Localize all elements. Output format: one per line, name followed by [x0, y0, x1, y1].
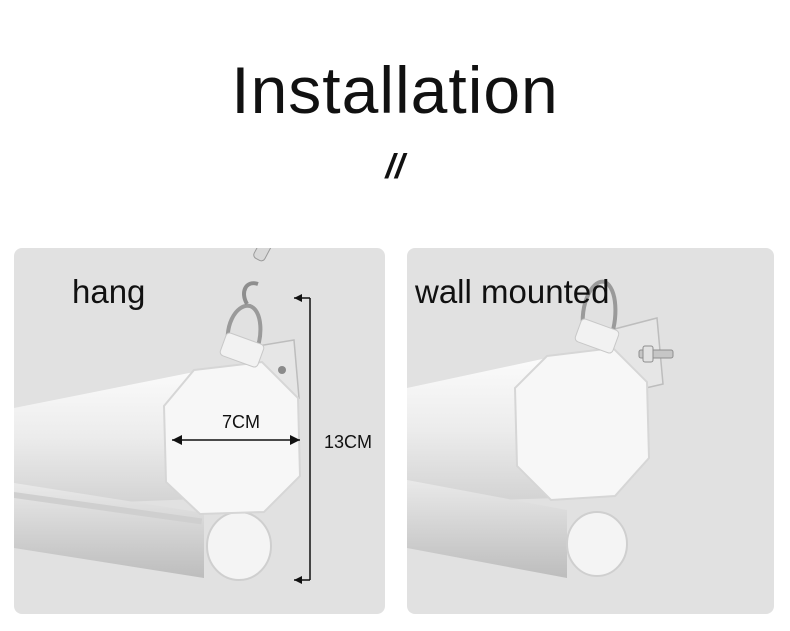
wall-mounted-panel: wall mounted	[407, 248, 774, 614]
hang-illustration	[14, 248, 311, 584]
hang-label: hang	[72, 273, 146, 310]
height-dimension-label: 13CM	[324, 432, 373, 452]
hang-panel: hang 7CM 13CM	[14, 248, 385, 614]
width-dimension-label: 7CM	[222, 412, 261, 432]
wall-mounted-illustration	[407, 279, 674, 578]
wall-mounted-label: wall mounted	[415, 273, 610, 310]
title-divider: //	[385, 148, 405, 186]
page-title: Installation	[231, 53, 559, 127]
